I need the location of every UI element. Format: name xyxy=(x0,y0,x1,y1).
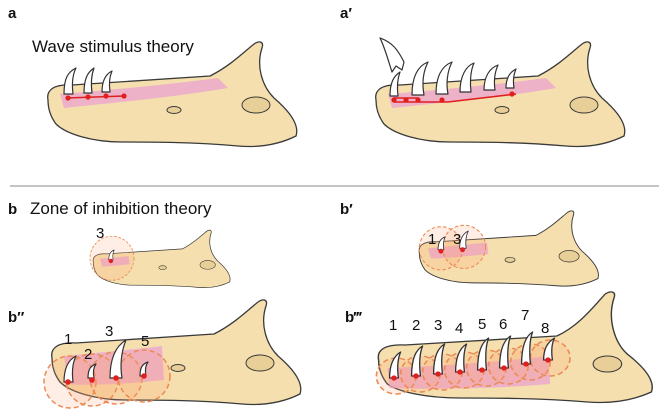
panel-b-double-prime: b″ 1 2 3 5 xyxy=(8,300,301,408)
tooth-number: 3 xyxy=(105,323,113,340)
tooth-number: 5 xyxy=(141,333,149,350)
signal-dot xyxy=(403,97,408,102)
mental-foramen xyxy=(171,365,185,372)
panel-a: a Wave stimulus theory xyxy=(8,5,297,147)
signal-dot xyxy=(509,91,514,96)
signal-dot xyxy=(391,97,396,102)
tooth-number: 2 xyxy=(84,346,92,363)
signal-dot xyxy=(413,373,419,378)
signal-dot xyxy=(109,259,113,263)
panel-b-prime-label: b′ xyxy=(340,201,353,218)
condyle-foramen xyxy=(200,260,215,269)
signal-dot xyxy=(479,367,485,372)
signal-dot xyxy=(85,94,90,99)
signal-dot xyxy=(415,97,420,102)
tooth-number: 8 xyxy=(541,320,549,337)
tooth-number: 1 xyxy=(64,331,72,348)
signal-dot xyxy=(103,93,108,98)
condyle-foramen xyxy=(559,250,579,262)
condyle-foramen xyxy=(246,355,274,371)
mandible-b-double-prime xyxy=(44,300,301,408)
erupting-tooth-detached xyxy=(380,38,404,72)
signal-dot xyxy=(439,97,444,102)
mandible-b-prime xyxy=(419,211,598,286)
mental-foramen xyxy=(495,107,509,114)
panel-b: b Zone of inhibition theory 3 xyxy=(8,199,230,288)
signal-dot xyxy=(121,93,126,98)
signal-dot xyxy=(65,379,71,385)
mental-foramen xyxy=(159,266,167,270)
tooth-number: 3 xyxy=(434,317,442,334)
mandible-a-prime xyxy=(376,42,625,147)
tooth-number: 5 xyxy=(478,316,486,333)
panel-b-triple-prime-label: b‴ xyxy=(345,309,362,326)
signal-dot xyxy=(435,371,441,376)
mandible-b xyxy=(90,230,230,288)
tooth-number: 3 xyxy=(453,231,461,248)
mandible-b-triple-prime xyxy=(376,292,652,403)
panel-b-triple-prime: b‴ xyxy=(345,292,652,403)
condyle-foramen xyxy=(593,356,622,372)
mandible-a xyxy=(48,42,297,147)
signal-dot xyxy=(391,375,397,380)
panel-b-double-prime-label: b″ xyxy=(8,309,24,326)
panel-a-title: Wave stimulus theory xyxy=(32,37,194,56)
mental-foramen xyxy=(505,257,515,262)
tooth-number: 4 xyxy=(455,320,463,337)
tooth-number: 6 xyxy=(499,316,507,333)
signal-dot xyxy=(460,247,465,252)
tooth-number: 7 xyxy=(521,307,529,324)
panel-b-label: b xyxy=(8,201,17,218)
condyle-foramen xyxy=(570,97,598,113)
signal-dot xyxy=(545,357,551,362)
condyle-foramen xyxy=(242,97,270,113)
panel-b-title: Zone of inhibition theory xyxy=(30,199,212,218)
panel-a-prime: a′ xyxy=(340,5,625,147)
tooth-number: 3 xyxy=(96,225,104,242)
signal-dot xyxy=(65,95,70,100)
tooth-number: 2 xyxy=(412,317,420,334)
panel-b-prime: b′ 1 3 xyxy=(340,201,598,286)
panel-a-prime-label: a′ xyxy=(340,5,352,22)
signal-dot xyxy=(457,369,463,374)
panel-a-label: a xyxy=(8,5,17,22)
signal-dot xyxy=(501,365,507,370)
signal-dot xyxy=(113,375,119,381)
signal-dot xyxy=(438,249,443,254)
signal-dot xyxy=(89,377,95,383)
tooth-number: 1 xyxy=(428,231,436,248)
mental-foramen xyxy=(167,107,181,114)
signal-dot xyxy=(141,373,147,379)
signal-dot xyxy=(523,361,529,366)
tooth-number: 1 xyxy=(389,317,397,334)
